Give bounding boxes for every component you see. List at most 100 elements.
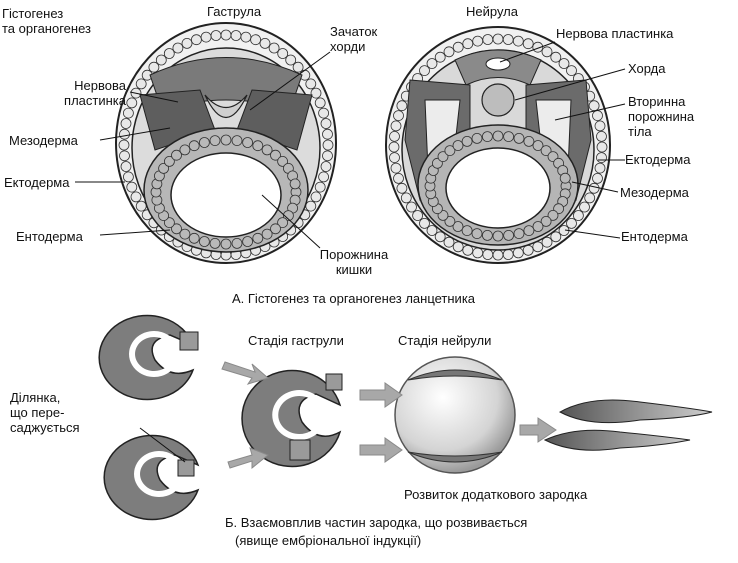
cell — [596, 141, 608, 153]
cell — [532, 140, 544, 151]
gastrula-section — [115, 22, 337, 264]
cell — [579, 201, 590, 213]
cell — [406, 201, 417, 213]
cell — [412, 210, 424, 221]
cell — [130, 191, 142, 203]
arrow-donor-top-to-recipient — [221, 361, 270, 385]
cell — [305, 200, 317, 212]
label-notochord: Хорда — [628, 61, 666, 76]
cell — [550, 51, 562, 63]
neurula-sphere — [394, 356, 516, 474]
label-gastrula-stage: Стадія гаструли — [248, 333, 344, 348]
cell — [259, 38, 271, 49]
cell — [481, 229, 493, 241]
cell — [462, 38, 474, 50]
neurula-notochord — [481, 83, 515, 117]
cell — [240, 31, 252, 43]
donor-embryo-bottom — [103, 434, 200, 521]
label-neural-plate-right: Нервова пластинка — [556, 26, 674, 41]
larva-primary — [558, 399, 713, 424]
twin-larvae — [543, 399, 713, 451]
cell — [512, 247, 524, 259]
label-notochord-rudiment: Зачаток хорди — [330, 24, 378, 54]
cell — [318, 171, 330, 183]
cell — [389, 130, 400, 142]
cell — [532, 221, 544, 232]
diagram-title: Гістогенез та органогенез — [2, 6, 91, 36]
recipient-graft-top — [325, 373, 343, 391]
panel-b-leader-lines — [139, 427, 186, 463]
cell — [419, 217, 430, 229]
cell — [322, 150, 333, 162]
cell — [118, 139, 130, 151]
label-ectoderm-left: Ектодерма — [4, 175, 70, 190]
cell — [502, 34, 514, 45]
cell — [179, 228, 191, 240]
cell — [437, 151, 449, 163]
cell — [482, 34, 494, 45]
cell — [596, 152, 607, 164]
cell — [452, 140, 464, 151]
cell — [547, 209, 559, 221]
cell — [268, 42, 280, 54]
cell — [230, 30, 242, 41]
cell — [163, 217, 175, 229]
cell — [135, 200, 147, 212]
cell — [305, 78, 317, 90]
cell — [566, 65, 577, 76]
cell — [119, 150, 130, 162]
cell — [120, 161, 132, 172]
cell — [472, 35, 484, 47]
cell — [566, 217, 577, 229]
cell — [292, 61, 304, 73]
arrow-recipient-to-neurula-bottom — [359, 437, 403, 463]
cell — [588, 100, 600, 112]
cell — [492, 230, 504, 242]
label-mesoderm-left: Мезодерма — [9, 133, 78, 148]
cell — [135, 78, 147, 90]
cell — [198, 236, 210, 247]
gastrula-title: Гаструла — [207, 4, 262, 19]
recipient-gastrula — [241, 369, 343, 468]
panel-b-arrows — [221, 361, 557, 470]
cell — [492, 130, 504, 142]
cell — [452, 221, 464, 232]
cell — [310, 87, 322, 99]
cell — [126, 97, 138, 109]
donor-embryo-top — [98, 314, 199, 401]
cell — [119, 128, 130, 140]
cell — [320, 118, 332, 129]
cell — [270, 223, 281, 235]
cell — [155, 54, 167, 66]
cell — [513, 228, 525, 240]
cell — [322, 128, 333, 140]
cell — [285, 54, 297, 66]
cell — [426, 225, 438, 236]
panel-a-caption: А. Гістогенез та органогенез ланцетника — [232, 291, 476, 306]
cell — [320, 161, 332, 172]
label-endoderm-left: Ентодерма — [16, 229, 83, 244]
larva-secondary — [543, 429, 691, 451]
cell — [261, 228, 273, 240]
donor-graft-square-bottom — [177, 459, 195, 477]
cell — [277, 217, 289, 229]
cell — [540, 215, 552, 227]
neurula-endoderm-cells — [424, 130, 572, 242]
cell — [443, 236, 455, 248]
cell — [426, 58, 438, 69]
cell — [198, 137, 210, 148]
cell — [172, 42, 184, 54]
cell — [584, 192, 596, 204]
cell — [148, 61, 160, 73]
cell — [482, 249, 494, 260]
cell — [277, 155, 289, 167]
cell — [190, 34, 202, 46]
arrow-donor-bottom-to-recipient — [227, 447, 269, 470]
cell — [252, 140, 264, 152]
cell — [126, 181, 138, 193]
cell — [512, 35, 524, 47]
cell — [252, 232, 264, 244]
cell — [472, 247, 484, 259]
cell — [171, 223, 182, 235]
